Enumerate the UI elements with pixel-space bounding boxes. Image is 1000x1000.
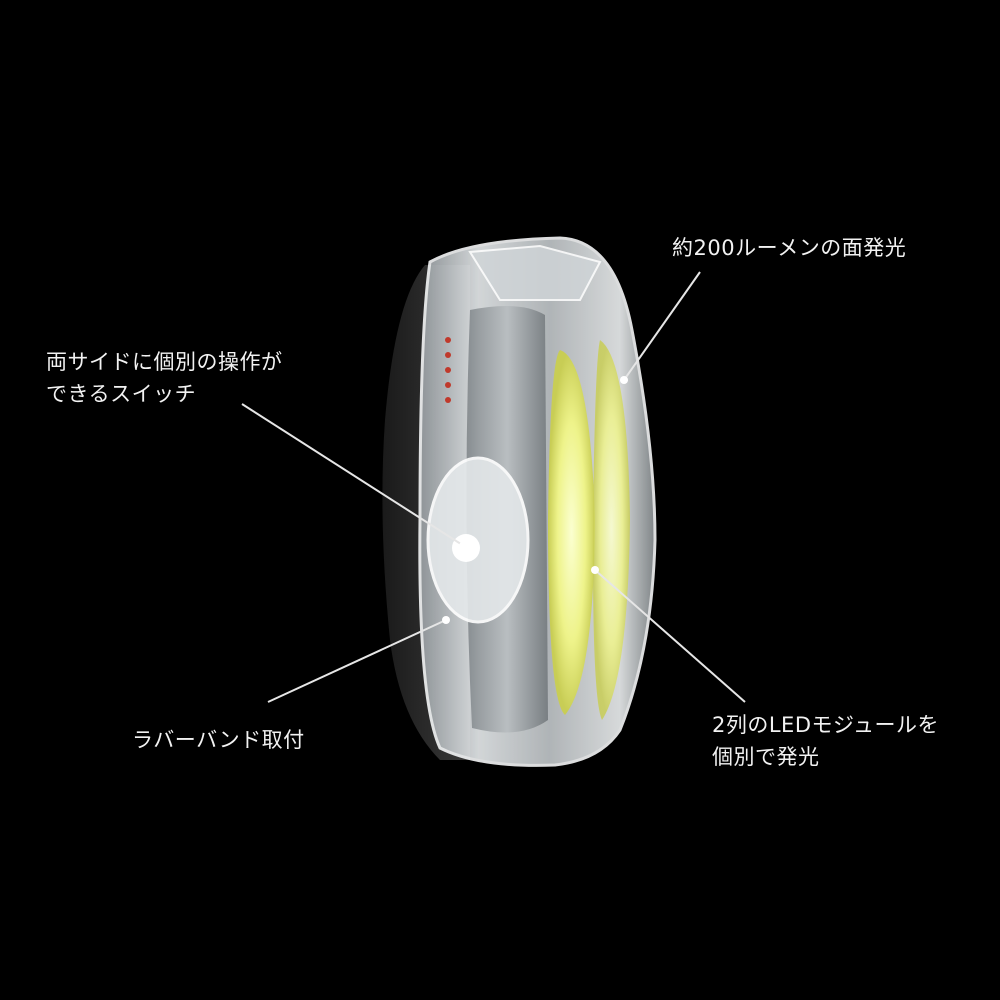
callout-switch-line-2: できるスイッチ [46,382,197,406]
top-prism [468,244,602,301]
leader-line-switch [241,403,465,547]
leader-line-brightness [623,271,701,381]
callout-led-line-1: 2列のLEDモジュールを [712,713,940,737]
callout-brightness: 約200ルーメンの面発光 [672,232,906,264]
callout-band: ラバーバンド取付 [132,724,305,756]
led-module-front [548,350,595,715]
callout-brightness-line-1: 約200ルーメンの面発光 [672,236,907,260]
indicator-dots [445,337,451,403]
side-switch-housing [426,456,530,624]
leader-line-band [267,619,447,703]
callout-switch: 両サイドに個別の操作が できるスイッチ [46,346,283,410]
callout-led-line-2: 個別で発光 [712,745,820,769]
callout-led: 2列のLEDモジュールを 個別で発光 [712,709,939,773]
led-module-rear [592,340,630,720]
callout-band-line-1: ラバーバンド取付 [132,728,305,752]
leader-line-led [594,569,746,703]
callout-switch-line-1: 両サイドに個別の操作が [46,350,283,374]
